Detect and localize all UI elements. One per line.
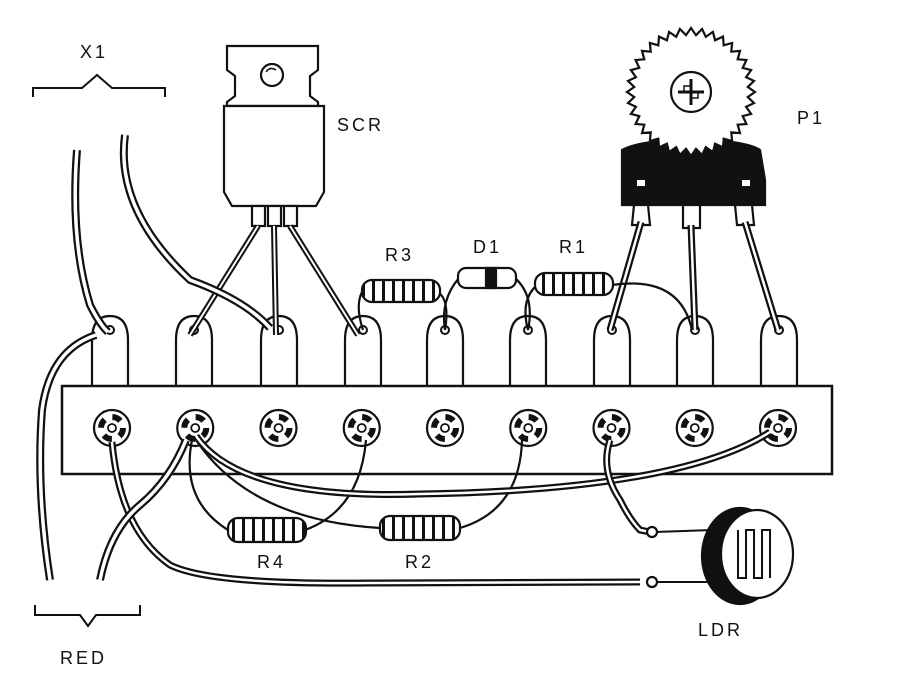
solder-lug-1 [90, 314, 130, 394]
terminal-8 [675, 408, 714, 448]
ldr-window [719, 508, 795, 600]
wire-terminal2-to-terminal9 [193, 429, 772, 498]
label-r3: R3 [385, 245, 415, 265]
solder-lugs [90, 314, 799, 394]
label-p1: P1 [797, 108, 826, 128]
terminal-2 [176, 408, 215, 448]
r3-resistor [357, 278, 448, 331]
terminal-3 [259, 408, 298, 448]
r4-resistor [188, 439, 368, 544]
label-x1: X1 [80, 42, 109, 62]
scr-component [187, 44, 361, 337]
d1-diode [442, 266, 531, 331]
ldr-cell-track [737, 529, 771, 579]
label-ldr: LDR [698, 620, 744, 640]
label-scr: SCR [337, 115, 385, 135]
x1-wires [71, 134, 273, 336]
x1-bracket [32, 73, 166, 97]
label-red: RED [60, 648, 108, 668]
ldr-wires [108, 438, 713, 587]
solder-lug-2 [174, 314, 214, 394]
red-wires [36, 331, 190, 581]
terminal-1 [92, 408, 132, 448]
solder-lug-4 [343, 314, 383, 394]
red-bracket [34, 605, 141, 628]
solder-lug-6 [508, 314, 548, 394]
ldr-sensor [645, 506, 795, 606]
terminal-5 [425, 408, 465, 448]
solder-lug-9 [759, 314, 799, 394]
terminal-6 [509, 408, 548, 448]
r1-resistor [524, 271, 694, 331]
label-d1: D1 [473, 237, 503, 257]
p1-potentiometer [606, 26, 782, 332]
label-r4: R4 [257, 552, 287, 572]
terminal-4 [342, 408, 381, 448]
label-r1: R1 [559, 237, 589, 257]
terminal-9 [758, 408, 798, 448]
label-r2: R2 [405, 552, 435, 572]
solder-lug-3 [259, 314, 299, 394]
scr-mounting-hole [259, 62, 285, 88]
r2-resistor [195, 439, 524, 542]
scr-body [222, 104, 326, 208]
